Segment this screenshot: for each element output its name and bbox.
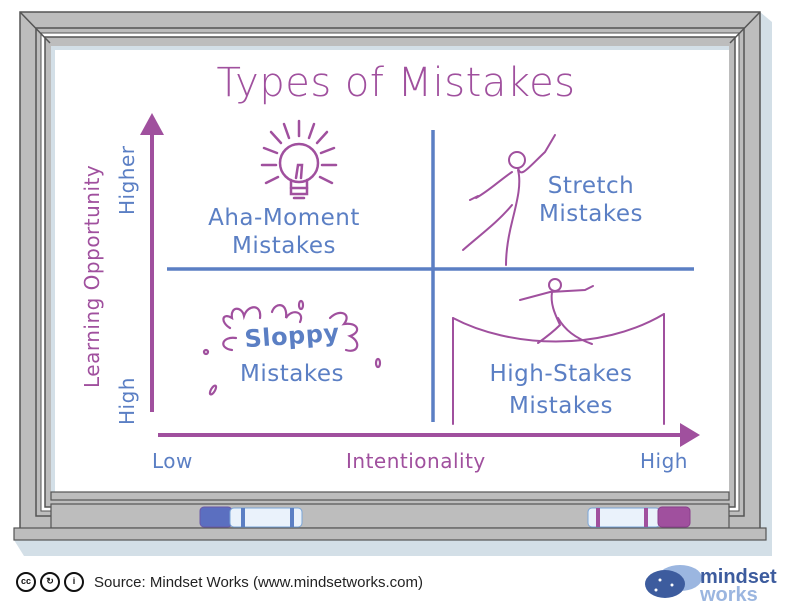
blue-marker-icon: [199, 506, 303, 528]
attribution-icon: i: [64, 572, 84, 592]
quadrant-label-line1: Stretch: [547, 173, 635, 199]
quadrant-label-line1: High-Stakes: [489, 361, 633, 387]
purple-marker-icon: [587, 506, 691, 528]
share-alike-icon: ↻: [40, 572, 60, 592]
splash-icon: [202, 299, 382, 396]
x-axis-low-label: Low: [152, 449, 193, 473]
quadrant-high-stakes: High-Stakes Mistakes: [476, 360, 646, 420]
logo-text-works: works: [700, 584, 758, 606]
quadrant-stretch: Stretch Mistakes: [526, 172, 656, 228]
stretching-figure-icon: [462, 134, 556, 266]
diagram-title: Types of Mistakes: [216, 60, 576, 106]
lightbulb-icon: [260, 119, 338, 200]
source-credit: Source: Mindset Works (www.mindsetworks.…: [94, 574, 423, 591]
logo-text-mindset: mindset: [700, 566, 777, 588]
quadrant-label-line1: Aha-Moment: [208, 205, 360, 231]
tightrope-walker-icon: [452, 278, 665, 425]
quadrant-sloppy: Sloppy Mistakes: [222, 319, 362, 388]
x-axis-high-label: High: [640, 449, 688, 473]
y-axis-label: Learning Opportunity: [80, 164, 104, 388]
quadrant-aha-moment: Aha-Moment Mistakes: [196, 204, 372, 260]
quadrant-label-line2: Mistakes: [240, 361, 344, 387]
quadrant-label-line2: Mistakes: [539, 201, 643, 227]
y-axis-low-label: High: [115, 377, 139, 425]
quadrant-label-line2: Mistakes: [232, 233, 336, 259]
cc-icon: cc: [16, 572, 36, 592]
quadrant-label-line1: Sloppy: [243, 318, 341, 354]
x-axis-label: Intentionality: [346, 449, 486, 473]
y-axis-high-label: Higher: [115, 145, 139, 216]
quadrant-label-line2: Mistakes: [509, 393, 613, 419]
